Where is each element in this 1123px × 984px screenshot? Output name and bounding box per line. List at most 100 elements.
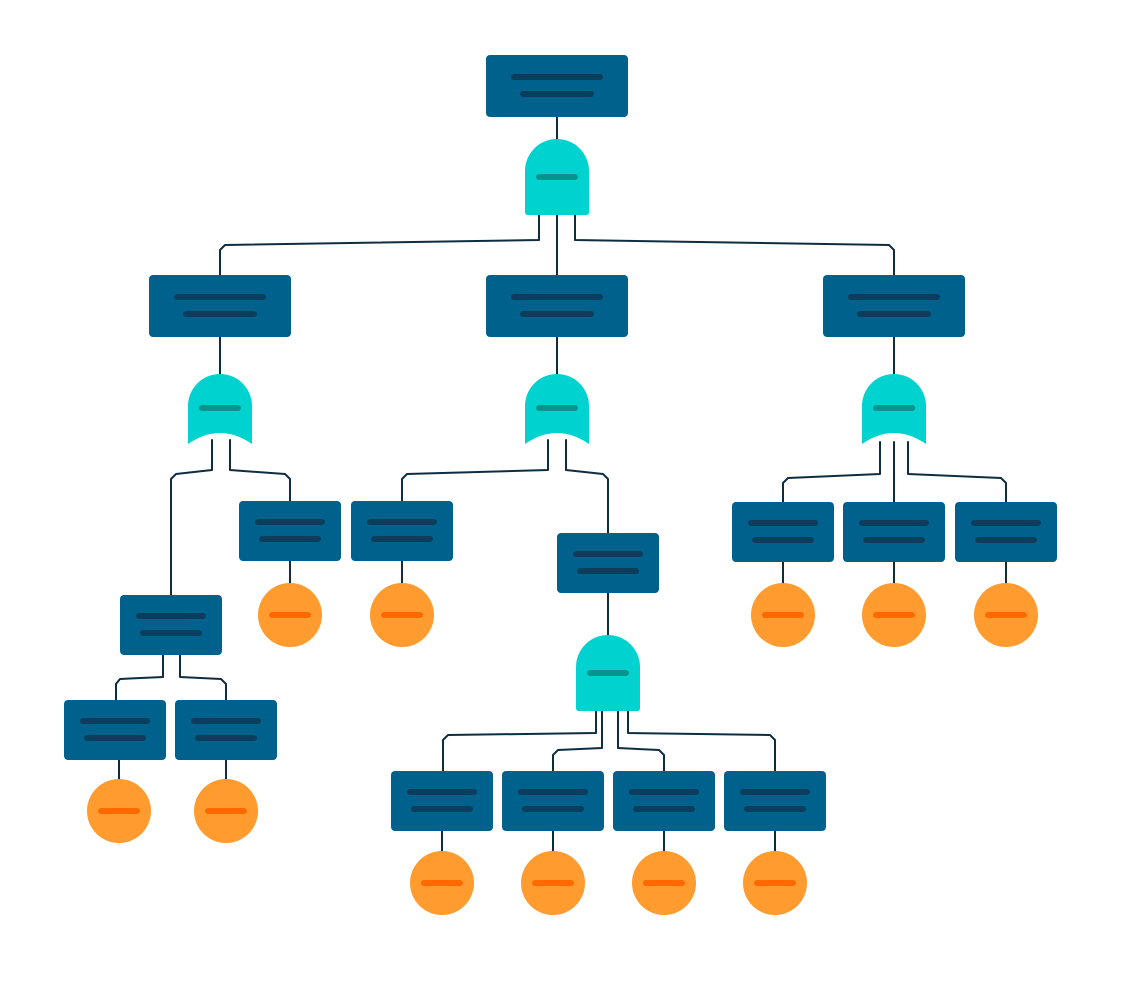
text-placeholder-line [740,789,810,795]
connector-line [170,439,213,596]
text-placeholder-line [367,519,437,525]
event-box-body [351,501,453,561]
event-box [502,771,604,831]
text-placeholder-line [259,536,321,542]
basic-event-label-placeholder [421,880,463,886]
text-placeholder-line [857,311,931,317]
basic-event-label-placeholder [205,808,247,814]
event-box [239,501,341,561]
event-box-body [955,502,1057,562]
event-box [732,502,834,562]
event-box-body [239,501,341,561]
event-box-body [64,700,166,760]
text-placeholder-line [174,294,266,300]
gate-label-placeholder [199,405,241,411]
basic-event-label-placeholder [762,612,804,618]
event-box [724,771,826,831]
text-placeholder-line [859,520,929,526]
text-placeholder-line [183,311,257,317]
text-placeholder-line [522,806,584,812]
basic-event [410,851,474,915]
and-gate [525,139,589,215]
text-placeholder-line [371,536,433,542]
text-placeholder-line [577,568,639,574]
text-placeholder-line [633,806,695,812]
text-placeholder-line [752,537,814,543]
text-placeholder-line [84,735,146,741]
basic-event [743,851,807,915]
event-box [823,275,965,337]
basic-event [258,583,322,647]
event-box-body [732,502,834,562]
text-placeholder-line [511,294,603,300]
event-box [613,771,715,831]
event-box-body [724,771,826,831]
event-box-body [557,533,659,593]
basic-event-label-placeholder [985,612,1027,618]
connector-line [442,705,597,772]
text-placeholder-line [975,537,1037,543]
event-box-body [823,275,965,337]
or-gate [188,374,252,444]
event-box-body [486,55,628,117]
event-box-body [175,700,277,760]
basic-event [632,851,696,915]
text-placeholder-line [520,311,594,317]
event-box [486,55,628,117]
event-box [175,700,277,760]
or-gate [862,374,926,444]
gate-label-placeholder [587,670,629,676]
event-box-body [120,595,222,655]
event-box [955,502,1057,562]
gate-label-placeholder [536,405,578,411]
text-placeholder-line [848,294,940,300]
basic-event-label-placeholder [754,880,796,886]
text-placeholder-line [140,630,202,636]
basic-event-label-placeholder [98,808,140,814]
connector-line [627,705,776,772]
text-placeholder-line [195,735,257,741]
connector-line [782,441,881,503]
text-placeholder-line [255,519,325,525]
event-box [120,595,222,655]
text-placeholder-line [80,718,150,724]
event-box-body [391,771,493,831]
event-box [843,502,945,562]
nodes [64,55,1057,915]
basic-event [87,779,151,843]
connector-line [229,439,291,502]
connector-line [115,654,164,701]
text-placeholder-line [191,718,261,724]
event-box-body [502,771,604,831]
connector-line [179,654,227,701]
and-gate [576,635,640,711]
connector-line [219,209,540,276]
basic-event [370,583,434,647]
basic-event [862,583,926,647]
text-placeholder-line [411,806,473,812]
connectors [115,116,1007,854]
text-placeholder-line [863,537,925,543]
basic-event [521,851,585,915]
event-box [557,533,659,593]
basic-event-label-placeholder [532,880,574,886]
basic-event-label-placeholder [873,612,915,618]
event-box [149,275,291,337]
event-box [64,700,166,760]
event-box-body [843,502,945,562]
connector-line [401,439,549,502]
event-box [486,275,628,337]
text-placeholder-line [407,789,477,795]
basic-event-label-placeholder [269,612,311,618]
text-placeholder-line [748,520,818,526]
basic-event [974,583,1038,647]
basic-event-label-placeholder [381,612,423,618]
connector-line [907,441,1007,503]
basic-event [751,583,815,647]
event-box [391,771,493,831]
connector-line [617,705,665,772]
or-gate [525,374,589,444]
text-placeholder-line [629,789,699,795]
text-placeholder-line [518,789,588,795]
